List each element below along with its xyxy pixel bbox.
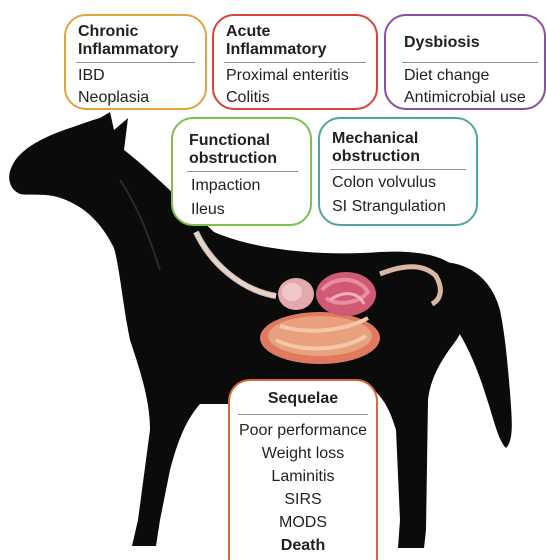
sequelae-divider: [238, 414, 368, 415]
functional-obstruction-box: Functional obstruction Impaction Ileus: [171, 117, 312, 226]
chronic-item: Neoplasia: [78, 87, 149, 109]
acute-item: Colitis: [226, 87, 270, 109]
sequelae-item: Weight loss: [230, 443, 376, 465]
chronic-item: IBD: [78, 65, 105, 87]
sequelae-item: MODS: [230, 512, 376, 534]
sequelae-item: Poor performance: [230, 420, 376, 442]
sequelae-item: Laminitis: [230, 466, 376, 488]
mechanical-item: Colon volvulus: [332, 172, 436, 194]
mechanical-title-line1: Mechanical: [332, 130, 418, 148]
functional-divider: [187, 171, 298, 172]
sequelae-item: SIRS: [230, 489, 376, 511]
chronic-title-line1: Chronic: [78, 23, 138, 41]
dysbiosis-title: Dysbiosis: [404, 34, 480, 52]
dysbiosis-item: Antimicrobial use: [404, 87, 526, 109]
acute-item: Proximal enteritis: [226, 65, 349, 87]
functional-item: Ileus: [191, 199, 225, 221]
chronic-title-line2: Inflammatory: [78, 41, 178, 59]
dysbiosis-item: Diet change: [404, 65, 489, 87]
sequelae-box: Sequelae Poor performance Weight loss La…: [228, 379, 378, 560]
mechanical-divider: [330, 169, 466, 170]
sequelae-title: Sequelae: [230, 390, 376, 408]
functional-title-line1: Functional: [189, 132, 270, 150]
mechanical-title-line2: obstruction: [332, 148, 420, 166]
mechanical-obstruction-box: Mechanical obstruction Colon volvulus SI…: [318, 117, 478, 226]
acute-title-line1: Acute: [226, 23, 270, 41]
acute-title-line2: Inflammatory: [226, 41, 326, 59]
sequelae-item-death: Death: [230, 535, 376, 557]
dysbiosis-divider: [402, 62, 538, 63]
chronic-inflammatory-box: Chronic Inflammatory IBD Neoplasia: [64, 14, 207, 110]
mechanical-item: SI Strangulation: [332, 196, 446, 218]
acute-inflammatory-box: Acute Inflammatory Proximal enteritis Co…: [212, 14, 378, 110]
functional-title-line2: obstruction: [189, 150, 277, 168]
acute-divider: [224, 62, 366, 63]
chronic-divider: [76, 62, 195, 63]
functional-item: Impaction: [191, 175, 260, 197]
dysbiosis-box: Dysbiosis Diet change Antimicrobial use: [384, 14, 546, 110]
